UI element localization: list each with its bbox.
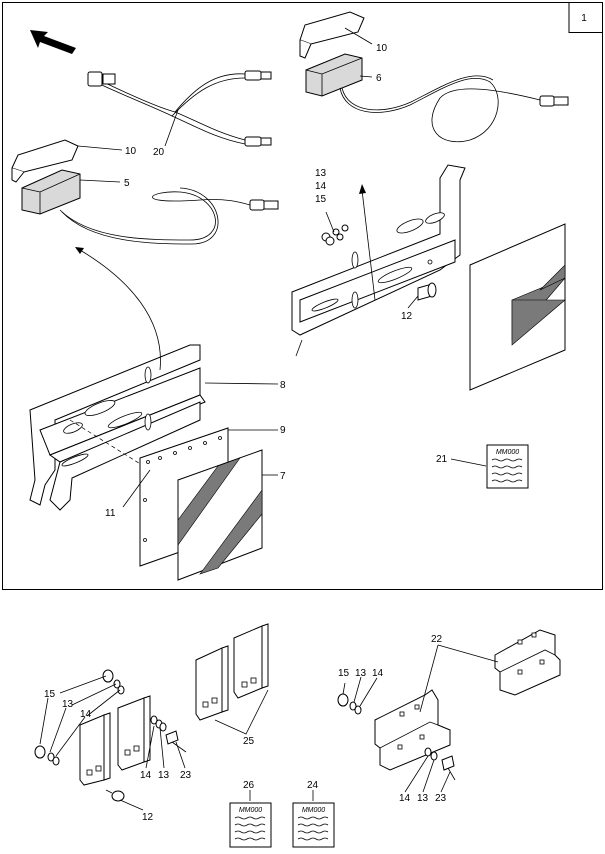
fasteners-lower-left: [34, 669, 187, 802]
callout-13-upper: 13: [315, 168, 327, 179]
callout-12-lower: 12: [142, 812, 154, 823]
plates-25: [195, 623, 269, 721]
callout-26: 26: [243, 780, 255, 791]
callout-15-right: 15: [338, 668, 350, 679]
callout-14-upper: 14: [315, 181, 327, 192]
bolt-12-upper: [417, 282, 437, 301]
callout-10-top: 10: [376, 43, 388, 54]
callout-9: 9: [280, 425, 286, 436]
arrowhead-upper-icon: [359, 184, 366, 194]
callout-6: 6: [376, 73, 382, 84]
card-label-24: MM000: [302, 807, 325, 814]
callout-20: 20: [153, 147, 165, 158]
callout-14-right-bottom: 14: [399, 793, 411, 804]
card-label-21: MM000: [496, 449, 519, 456]
callout-21: 21: [436, 454, 448, 465]
page-number: 1: [581, 13, 587, 24]
plate-pair-left: [79, 695, 151, 786]
callout-7: 7: [280, 471, 286, 482]
callout-13-right-bottom: 13: [417, 793, 429, 804]
callout-23-left: 23: [180, 770, 192, 781]
page-number-box: [568, 2, 603, 33]
card-label-26: MM000: [239, 807, 262, 814]
info-card-24: MM000: [292, 802, 335, 848]
bracket-lower: [29, 344, 206, 511]
info-card-21: MM000: [486, 444, 529, 489]
leaders-upper: [77, 27, 487, 508]
callout-labels: 10 6 10 20 5 13 14 15 12 8 9 7 11 21 22 …: [44, 43, 448, 823]
fasteners-lower-right: [337, 693, 456, 781]
cable-harness-20: [87, 70, 272, 147]
callout-5: 5: [124, 178, 130, 189]
reflector-7: [177, 449, 263, 581]
info-card-26: MM000: [229, 802, 272, 848]
direction-arrow-icon: [30, 30, 76, 54]
callout-15-left-top: 15: [44, 689, 56, 700]
callout-10-left: 10: [125, 146, 137, 157]
callout-13-right: 13: [355, 668, 367, 679]
bracket-22-upper: [494, 629, 561, 696]
callout-14-right: 14: [372, 668, 384, 679]
bracket-22-lower: [374, 689, 451, 771]
arrowhead-lower-icon: [75, 247, 84, 254]
upper-frame: [2, 2, 603, 590]
bracket-upper: [291, 164, 466, 336]
lamp-6: [305, 53, 569, 142]
callout-8: 8: [280, 380, 286, 391]
hidden-line-11: [69, 419, 151, 471]
callout-22: 22: [431, 634, 443, 645]
lamp-5: [21, 169, 279, 245]
callout-13-left: 13: [62, 699, 74, 710]
callout-14-left: 14: [80, 709, 92, 720]
callout-15-upper: 15: [315, 194, 327, 205]
callout-24: 24: [307, 780, 319, 791]
leader-arrow-upper: [361, 189, 376, 301]
callout-11: 11: [105, 508, 116, 519]
lamp-cover-10-top: [299, 11, 365, 59]
callout-25: 25: [243, 736, 255, 747]
callout-23-right: 23: [435, 793, 447, 804]
reflector-stripes-upper: [511, 299, 566, 346]
fasteners-upper: [321, 224, 349, 246]
callout-14-left-bottom: 14: [140, 770, 152, 781]
leader-arrow-lower: [79, 249, 161, 371]
callout-12-upper: 12: [401, 311, 413, 322]
callout-13-left-bottom: 13: [158, 770, 170, 781]
leaders-lower: [39, 644, 499, 811]
